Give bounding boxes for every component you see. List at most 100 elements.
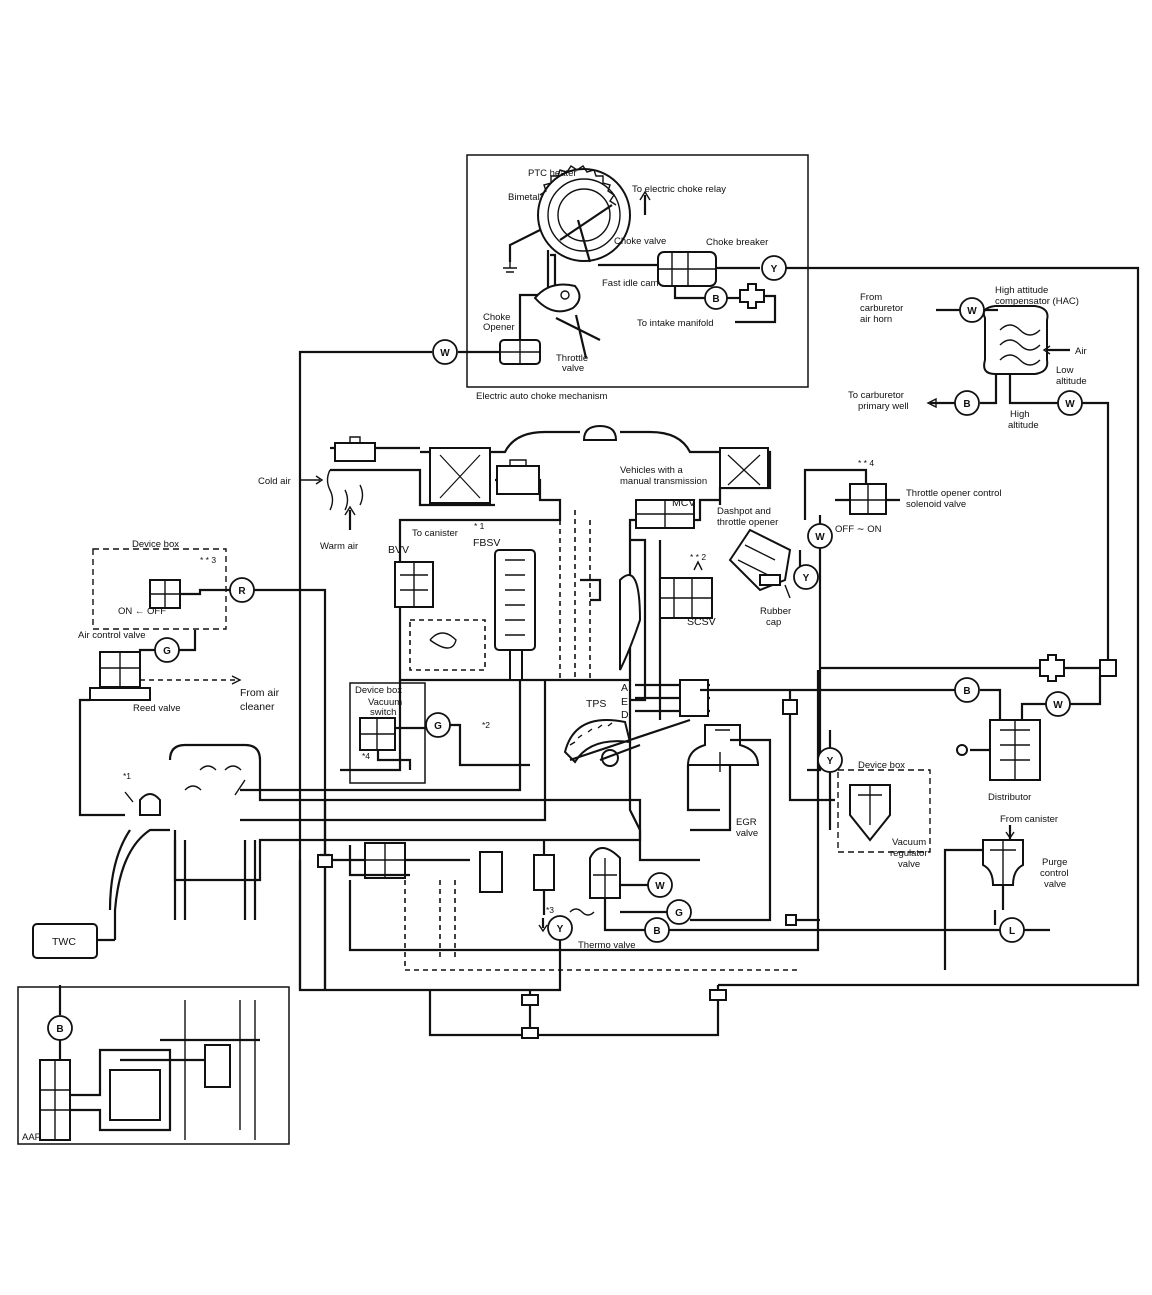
svg-text:Y: Y xyxy=(771,264,778,275)
label-note-ss3: * * 3 xyxy=(200,555,216,565)
label-to-intake-manifold: To intake manifold xyxy=(637,318,714,329)
connector-w-hac-in: W xyxy=(959,297,985,323)
connector-g-thermo: G xyxy=(666,899,692,925)
label-choke-valve: Choke valve xyxy=(614,236,666,247)
label-throttle-valve-1: Throttle xyxy=(556,353,588,364)
svg-text:B: B xyxy=(963,399,970,410)
label-port-a: A xyxy=(621,682,628,694)
svg-text:W: W xyxy=(1065,399,1075,410)
label-throttle-opener-2: solenoid valve xyxy=(906,499,966,510)
label-vehicles-manual-1: Vehicles with a xyxy=(620,465,684,476)
label-hac-2: compensator (HAC) xyxy=(995,296,1079,307)
ptc-heater-dial xyxy=(537,165,631,263)
label-port-e: E xyxy=(621,696,628,708)
svg-text:B: B xyxy=(56,1024,63,1035)
label-note-1: *1 xyxy=(123,771,131,781)
label-port-d: D xyxy=(621,709,629,721)
svg-text:L: L xyxy=(1009,926,1015,937)
svg-text:W: W xyxy=(815,532,825,543)
label-to-carb-primary-1: To carburetor xyxy=(848,390,904,401)
label-egr-2: valve xyxy=(736,828,758,839)
connector-w-choke-opener: W xyxy=(432,339,458,365)
label-twc: TWC xyxy=(52,936,76,948)
label-fbsv: FBSV xyxy=(473,537,500,549)
label-note-2: *2 xyxy=(482,720,490,730)
label-choke-opener-2: Opener xyxy=(483,322,515,333)
connector-w-distributor: W xyxy=(1045,691,1071,717)
label-cold-air: Cold air xyxy=(258,476,291,487)
label-note-ss2: * * 2 xyxy=(690,552,706,562)
label-from-carb-2: carburetor xyxy=(860,303,903,314)
svg-text:G: G xyxy=(434,721,442,732)
label-bimetal: Bimetal xyxy=(508,192,540,203)
label-rubber-cap-2: cap xyxy=(766,617,781,628)
svg-text:G: G xyxy=(675,908,683,919)
electric-auto-choke-mechanism xyxy=(466,154,809,388)
connector-l-purge: L xyxy=(999,917,1025,943)
connector-w-thermo: W xyxy=(647,872,673,898)
label-note-3: *3 xyxy=(546,905,554,915)
svg-text:G: G xyxy=(163,646,171,657)
label-scsv: SCSV xyxy=(687,616,716,628)
purge-control-valve xyxy=(943,825,1024,970)
connector-g-air-control: G xyxy=(154,637,180,663)
svg-text:Y: Y xyxy=(557,924,564,935)
label-thermo-valve: Thermo valve xyxy=(578,940,636,951)
throttle-opener-solenoid xyxy=(803,468,900,772)
label-electric-auto-choke: Electric auto choke mechanism xyxy=(476,391,608,402)
connector-b-aap: B xyxy=(47,1015,73,1041)
connector-b-thermo: B xyxy=(644,917,670,943)
label-on-off: ON ← OFF xyxy=(118,606,166,617)
label-to-canister: To canister xyxy=(412,528,458,539)
label-egr-1: EGR xyxy=(736,817,757,828)
label-to-electric-choke-relay: To electric choke relay xyxy=(632,184,726,195)
connector-w-throttle-opener: W xyxy=(807,523,833,549)
diagram-labels: PTC heater Bimetal To electric choke rel… xyxy=(22,168,1087,1143)
label-low-altitude-1: Low xyxy=(1056,365,1074,376)
label-from-air-cleaner-2: cleaner xyxy=(240,701,275,713)
connector-y-choke: Y xyxy=(761,255,787,281)
label-air-control-valve: Air control valve xyxy=(78,630,146,641)
connector-w-hac-out: W xyxy=(1057,390,1083,416)
label-device-box-1: Device box xyxy=(132,539,179,550)
label-from-carb-3: air horn xyxy=(860,314,892,325)
dashpot-throttle-opener xyxy=(728,528,802,599)
hose-choke-breaker-to-right xyxy=(718,266,1140,987)
label-tps: TPS xyxy=(586,698,606,710)
label-vacuum-switch-1: Vacuum xyxy=(368,697,402,708)
hose-network xyxy=(240,654,1117,1039)
label-high-altitude-2: altitude xyxy=(1008,420,1039,431)
svg-text:B: B xyxy=(712,294,719,305)
label-dashpot-1: Dashpot and xyxy=(717,506,771,517)
svg-text:R: R xyxy=(238,586,246,597)
label-vehicles-manual-2: manual transmission xyxy=(620,476,707,487)
label-bvv: BVV xyxy=(388,544,409,556)
label-vacuum-switch-2: switch xyxy=(370,707,396,718)
label-vacuum-reg-3: valve xyxy=(898,859,920,870)
connector-y-thermo: Y xyxy=(547,915,573,941)
label-from-air-cleaner-1: From air xyxy=(240,687,280,699)
label-distributor: Distributor xyxy=(988,792,1031,803)
carburetor-assembly xyxy=(300,424,772,862)
svg-text:B: B xyxy=(963,686,970,697)
label-note-ss4-top: * * 4 xyxy=(858,458,874,468)
label-purge-2: control xyxy=(1040,868,1069,879)
label-choke-opener-1: Choke xyxy=(483,312,510,323)
connector-b-hac: B xyxy=(954,390,980,416)
device-box-vacuum-switch xyxy=(349,682,530,784)
label-hac-1: High attitude xyxy=(995,285,1048,296)
svg-text:Y: Y xyxy=(803,573,810,584)
connector-r-device-box: R xyxy=(229,577,255,603)
connector-g-vacuum-switch: G xyxy=(425,712,451,738)
label-from-canister: From canister xyxy=(1000,814,1058,825)
label-throttle-valve-2: valve xyxy=(562,363,584,374)
label-purge-3: valve xyxy=(1044,879,1066,890)
svg-text:B: B xyxy=(653,926,660,937)
svg-text:W: W xyxy=(440,348,450,359)
label-note-s1: * 1 xyxy=(474,521,485,531)
hose-choke-opener xyxy=(298,350,530,992)
label-ptc-heater: PTC heater xyxy=(528,168,577,179)
connector-b-distributor: B xyxy=(954,677,980,703)
label-throttle-opener-1: Throttle opener control xyxy=(906,488,1002,499)
